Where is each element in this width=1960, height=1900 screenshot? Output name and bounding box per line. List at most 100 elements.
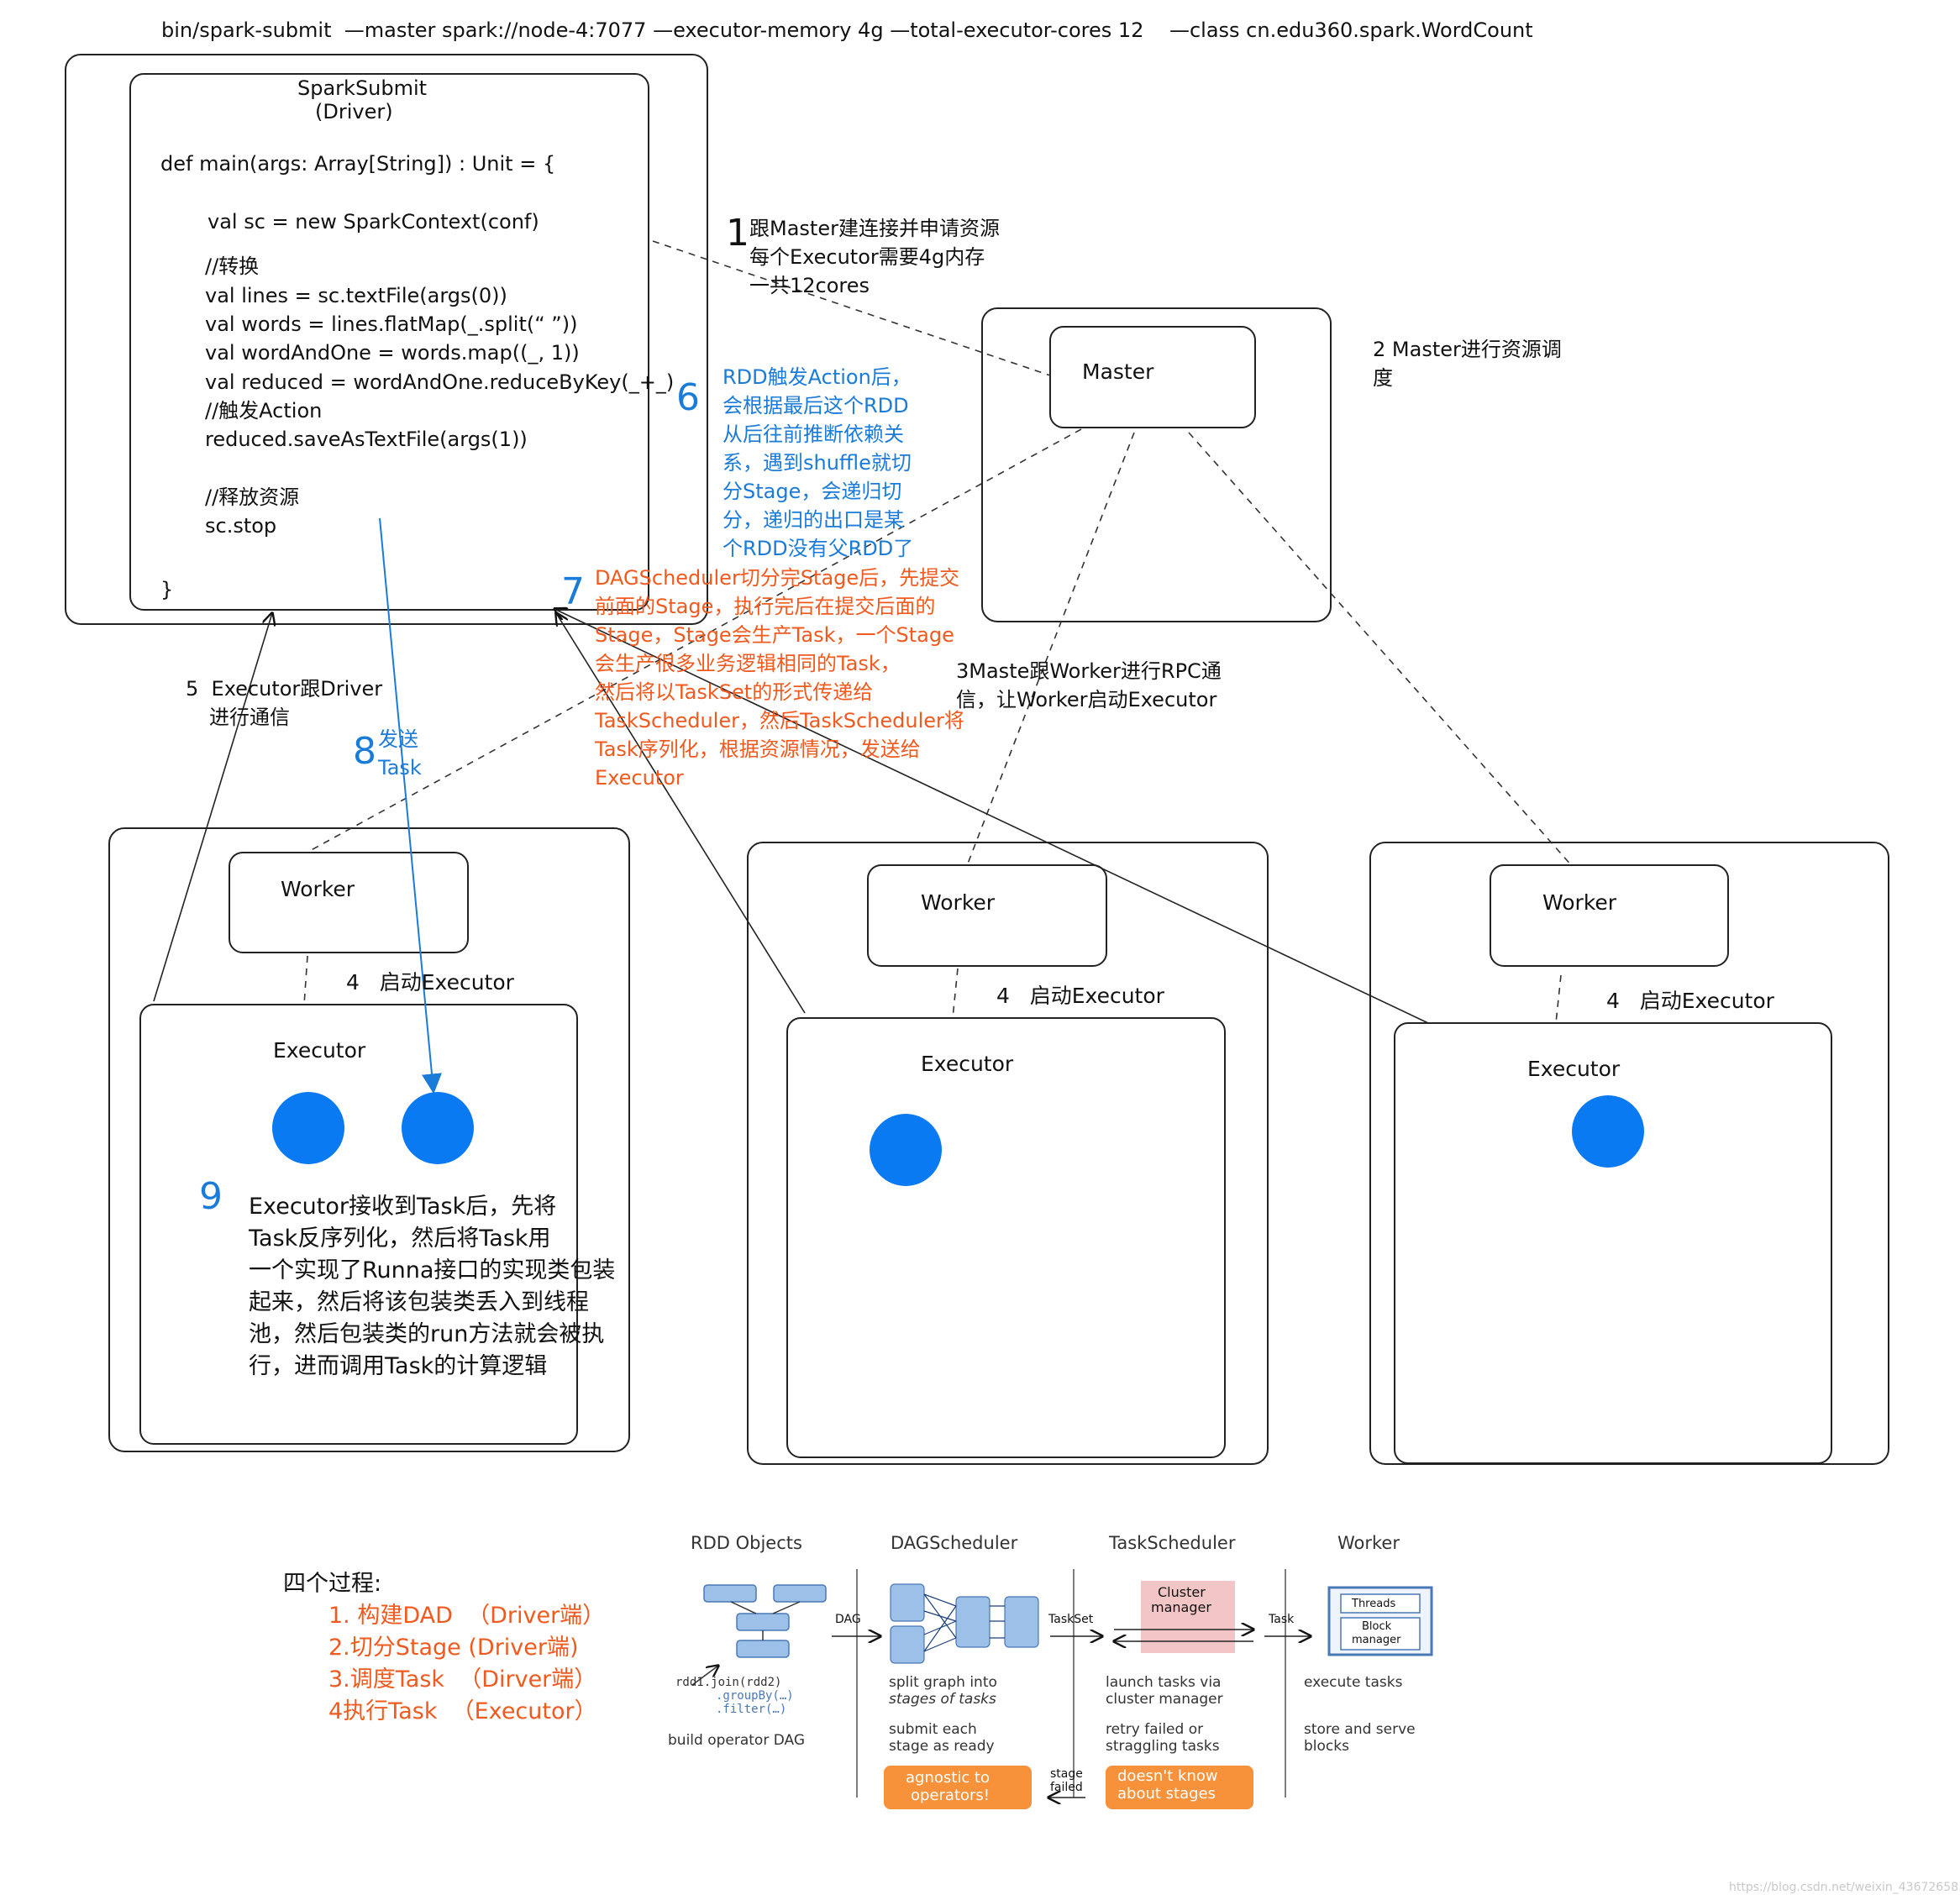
step7-line: Executor bbox=[595, 766, 684, 790]
dag-desc: stage as ready bbox=[889, 1738, 995, 1755]
step1-number: 1 bbox=[726, 212, 749, 255]
pipeline-header: RDD Objects bbox=[691, 1533, 802, 1553]
dashed-worker3-executor bbox=[1555, 974, 1562, 1024]
code-line: def main(args: Array[String]) : Unit = { bbox=[160, 152, 556, 176]
taskscheduler-desc: launch tasks via bbox=[1106, 1674, 1222, 1691]
start-executor-label: 4 启动Executor bbox=[1606, 989, 1774, 1013]
task-dot bbox=[272, 1092, 344, 1164]
driver-outer-box bbox=[65, 54, 708, 625]
step7-line: 然后将以TaskSet的形式传递给 bbox=[595, 680, 874, 704]
code-line: //转换 bbox=[205, 255, 260, 278]
badge-ts-text: about stages bbox=[1117, 1785, 1216, 1803]
badge-ts-box bbox=[1106, 1766, 1253, 1809]
worker1-inner-box bbox=[229, 852, 469, 953]
code-line: val sc = new SparkContext(conf) bbox=[208, 210, 539, 234]
step7-line: DAGScheduler切分完Stage后，先提交 bbox=[595, 566, 960, 590]
pipeline-header: Worker bbox=[1337, 1533, 1400, 1553]
start-executor-label: 4 启动Executor bbox=[346, 970, 514, 995]
step6-line: RDD触发Action后， bbox=[723, 365, 912, 389]
worker-desc: store and serve bbox=[1304, 1721, 1416, 1738]
taskscheduler-desc: cluster manager bbox=[1106, 1691, 1223, 1708]
process-item: 3.调度Task （Dirver端） bbox=[328, 1666, 597, 1693]
step6-line: 个RDD没有父RDD了 bbox=[723, 537, 914, 560]
step3-line: 3Maste跟Worker进行RPC通 bbox=[956, 659, 1222, 683]
step6-line: 从后往前推断依赖关 bbox=[723, 423, 904, 446]
step7-line: 会生产很多业务逻辑相同的Task， bbox=[595, 652, 901, 675]
executor3-box bbox=[1394, 1022, 1832, 1464]
step5-line: 5 Executor跟Driver bbox=[186, 677, 383, 701]
worker-desc: execute tasks bbox=[1304, 1674, 1403, 1691]
rdd-code-line: rdd1.join(rdd2) bbox=[675, 1676, 782, 1689]
step2-line: 2 Master进行资源调 bbox=[1373, 338, 1562, 361]
dashed-master-worker3 bbox=[1188, 432, 1574, 868]
step7-line: 前面的Stage，执行完后在提交后面的 bbox=[595, 595, 936, 618]
arrow-executor2-driver bbox=[556, 613, 806, 1014]
step8-line: 发送 bbox=[378, 727, 418, 751]
block-manager-label: manager bbox=[1352, 1634, 1401, 1646]
step6-line: 会根据最后这个RDD bbox=[723, 394, 909, 417]
dashed-master-worker1 bbox=[306, 428, 1082, 853]
step9-line: 行，进而调用Task的计算逻辑 bbox=[249, 1353, 548, 1379]
driver-title: SparkSubmit bbox=[297, 76, 428, 100]
step8-number: 8 bbox=[353, 730, 376, 773]
badge-dag-text: operators! bbox=[911, 1787, 991, 1804]
step2-line: 度 bbox=[1373, 366, 1393, 390]
step7-number: 7 bbox=[561, 570, 585, 613]
step9-line: Task反序列化，然后将Task用 bbox=[249, 1226, 551, 1252]
code-line: val wordAndOne = words.map((_, 1)) bbox=[205, 341, 580, 365]
worker2-outer-box bbox=[747, 842, 1269, 1465]
arrow-executor1-driver bbox=[153, 613, 272, 1002]
step6-line: 分Stage，会递归切 bbox=[723, 480, 902, 503]
rdd-code-line: .filter(…) bbox=[716, 1703, 787, 1716]
executor-label: Executor bbox=[273, 1038, 366, 1063]
worker3-inner-box bbox=[1490, 864, 1729, 967]
arrow-send-task bbox=[379, 517, 442, 1094]
pipeline-header: TaskScheduler bbox=[1109, 1533, 1236, 1553]
code-line: } bbox=[160, 578, 174, 601]
arrow-task-label: Task bbox=[1269, 1613, 1295, 1626]
step9-number: 9 bbox=[199, 1175, 223, 1218]
build-dag-label: build operator DAG bbox=[668, 1732, 806, 1749]
dashed-worker1-executor bbox=[303, 955, 308, 1005]
master-inner-box bbox=[1049, 326, 1256, 428]
dashed-worker2-executor bbox=[952, 968, 959, 1019]
threads-label: Threads bbox=[1352, 1598, 1396, 1610]
arrow-executor3-driver bbox=[554, 609, 1429, 1024]
step6-line: 分，递归的出口是某 bbox=[723, 508, 904, 532]
start-executor-label: 4 启动Executor bbox=[996, 984, 1164, 1008]
pipeline-figure bbox=[691, 1569, 1433, 1809]
pipeline-header: DAGScheduler bbox=[891, 1533, 1018, 1553]
step8-line: Task bbox=[378, 756, 422, 779]
block-manager-label: Block bbox=[1362, 1620, 1392, 1633]
four-processes-title: 四个过程: bbox=[283, 1571, 382, 1597]
taskscheduler-desc: straggling tasks bbox=[1106, 1738, 1220, 1755]
stage-failed-label: failed bbox=[1050, 1781, 1083, 1794]
arrow-dag-label: DAG bbox=[835, 1613, 861, 1626]
watermark: https://blog.csdn.net/weixin_43672658 bbox=[1729, 1881, 1959, 1894]
code-line: //触发Action bbox=[205, 399, 323, 423]
dashed-master-worker2 bbox=[967, 432, 1135, 864]
step1-line: 跟Master建连接并申请资源 bbox=[749, 217, 1000, 240]
process-item: 4执行Task （Executor） bbox=[328, 1698, 597, 1724]
driver-inner-box bbox=[129, 73, 649, 611]
spark-submit-command: bin/spark-submit —master spark://node-4:… bbox=[161, 18, 1533, 42]
task-dot bbox=[402, 1092, 474, 1164]
dag-desc: stages of tasks bbox=[889, 1691, 996, 1708]
step1-line: 每个Executor需要4g内存 bbox=[749, 245, 985, 269]
task-dot bbox=[870, 1114, 942, 1186]
master-outer-box bbox=[981, 307, 1332, 622]
worker-label: Worker bbox=[1542, 890, 1617, 915]
step7-line: Stage，Stage会生产Task，一个Stage bbox=[595, 623, 954, 647]
rdd-code-line: .groupBy(…) bbox=[716, 1689, 794, 1703]
executor2-box bbox=[786, 1017, 1226, 1458]
driver-subtitle: (Driver) bbox=[315, 100, 393, 123]
step6-number: 6 bbox=[676, 376, 700, 419]
step9-line: Executor接收到Task后，先将 bbox=[249, 1194, 557, 1220]
task-dot bbox=[1572, 1095, 1644, 1168]
step7-line: TaskScheduler，然后TaskScheduler将 bbox=[595, 709, 964, 732]
step6-line: 系，遇到shuffle就切 bbox=[723, 451, 912, 475]
worker1-outer-box bbox=[108, 827, 630, 1452]
dag-desc: submit each bbox=[889, 1721, 977, 1738]
badge-ts-text: doesn't know bbox=[1117, 1767, 1218, 1785]
